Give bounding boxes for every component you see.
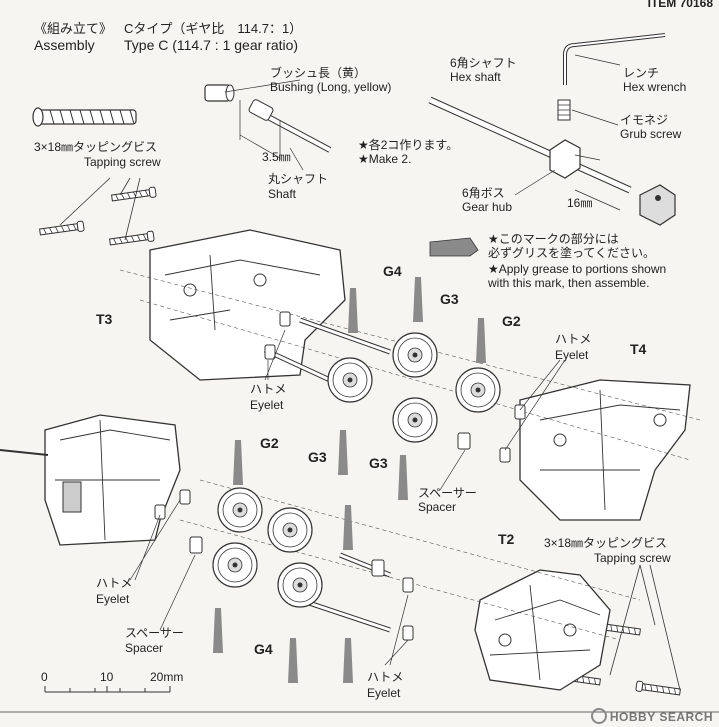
- gear-g3-upper-a: [392, 332, 438, 378]
- eyelet-label-jp-3: ハトメ: [96, 576, 133, 590]
- eyelets: [154, 311, 526, 641]
- gear-hub-assembled: [639, 184, 676, 226]
- label-g2-upper: G2: [502, 313, 521, 329]
- round-shaft: [248, 99, 332, 153]
- spacer-label-jp-2: スペーサー: [125, 626, 184, 640]
- section-title-en: Assembly: [34, 37, 95, 53]
- grease-note-jp-1: ★このマークの部分には: [488, 232, 619, 246]
- label-g3-lower-b: G3: [369, 455, 388, 471]
- grease-note-jp-2: 必ずグリスを塗ってください。: [488, 246, 656, 260]
- housing-t3: [149, 229, 346, 381]
- make-two-jp: ★各2コ作ります。: [358, 138, 459, 152]
- hex-shaft-label-en: Hex shaft: [450, 70, 501, 84]
- dim-16mm: 16㎜: [567, 196, 593, 210]
- hex-shaft-label-jp: 6角シャフト: [450, 56, 517, 70]
- hex-wrench: [563, 33, 666, 85]
- wrench-label-en: Hex wrench: [623, 80, 687, 94]
- type-title-en: Type C (114.7 : 1 gear ratio): [124, 37, 299, 53]
- gear-hub-label-jp: 6角ボス: [462, 186, 505, 200]
- eyelet-label-en-3: Eyelet: [96, 592, 130, 606]
- label-t2: T2: [498, 531, 515, 547]
- housing-t2: [474, 569, 611, 691]
- scale-label-10: 10: [100, 670, 114, 684]
- type-title-jp: Cタイプ（ギヤ比 114.7：1）: [124, 21, 303, 36]
- tapping-screw-label-jp-top: 3×18㎜タッピングビス: [34, 140, 158, 154]
- scale-label-0: 0: [41, 670, 48, 684]
- lower-left-assembly: [0, 414, 181, 546]
- bushing-label-jp: ブッシュ長（黄）: [270, 66, 367, 80]
- spacer-label-en-1: Spacer: [418, 500, 457, 514]
- eyelet-label-en-4: Eyelet: [367, 686, 401, 700]
- label-g4-lower: G4: [254, 641, 273, 657]
- gear-g3-lower-a: [267, 507, 313, 553]
- shaft-label-jp: 丸シャフト: [268, 172, 329, 186]
- spacer-label-en-2: Spacer: [125, 641, 164, 655]
- wrench-label-jp: レンチ: [623, 66, 660, 80]
- gear-g3-upper-b: [392, 397, 438, 443]
- tapping-screw-label-en-top: Tapping screw: [84, 155, 161, 169]
- scale-label-20mm: 20mm: [150, 670, 184, 684]
- eyelet-label-jp-1: ハトメ: [250, 382, 287, 396]
- bushing: [204, 84, 235, 102]
- gear-g2-upper: [455, 367, 501, 413]
- label-g2-lower: G2: [260, 435, 279, 451]
- hobby-search-logo-icon: [590, 708, 607, 724]
- gear-hub: [549, 139, 581, 179]
- gear-g4-upper: [327, 357, 373, 403]
- grease-note-en-1: ★Apply grease to portions shown: [488, 262, 667, 276]
- eyelet-label-en-2: Eyelet: [555, 348, 589, 362]
- screw-3: [108, 230, 155, 248]
- eyelet-label-en-1: Eyelet: [250, 398, 284, 412]
- shaft-label-en: Shaft: [268, 187, 297, 201]
- make-two-en: ★Make 2.: [358, 152, 412, 166]
- eyelet-label-jp-4: ハトメ: [367, 670, 404, 684]
- grub-screw-label-jp: イモネジ: [620, 113, 669, 127]
- watermark: HOBBY SEARCH: [590, 708, 713, 724]
- hex-shaft: [428, 96, 632, 194]
- tapping-screw-label-en-bottom: Tapping screw: [594, 551, 671, 565]
- label-g3-lower-a: G3: [308, 449, 327, 465]
- scale-bar: [44, 686, 171, 693]
- screw-6: [635, 680, 682, 698]
- item-number: ITEM 70168: [647, 0, 713, 10]
- grease-mark-example: [429, 237, 479, 257]
- gear-g4-lower: [277, 562, 323, 608]
- spacers: [189, 432, 471, 577]
- label-t4: T4: [630, 341, 647, 357]
- tapping-screw-large: [32, 107, 137, 127]
- label-g3-upper: G3: [440, 291, 459, 307]
- label-g4-upper: G4: [383, 263, 402, 279]
- grease-note-en-2: with this mark, then assemble.: [488, 276, 650, 290]
- bushing-label-en: Bushing (Long, yellow): [270, 80, 392, 94]
- spacer-label-jp-1: スペーサー: [418, 486, 477, 500]
- grub-screw-label-en: Grub screw: [620, 127, 682, 141]
- housing-t4: [519, 379, 691, 521]
- eyelet-label-jp-2: ハトメ: [555, 332, 592, 346]
- gear-g3-lower-b: [212, 542, 258, 588]
- screw-2: [110, 186, 157, 204]
- section-title-jp: 《組み立て》: [34, 21, 113, 36]
- gear-g2-lower: [217, 487, 263, 533]
- label-t3: T3: [96, 311, 113, 327]
- grub-screw: [557, 99, 571, 121]
- dim-3-5mm: 3.5㎜: [262, 150, 291, 164]
- gear-hub-label-en: Gear hub: [462, 200, 513, 214]
- tapping-screw-label-jp-bottom: 3×18㎜タッピングビス: [544, 536, 668, 550]
- watermark-text: HOBBY SEARCH: [609, 710, 713, 724]
